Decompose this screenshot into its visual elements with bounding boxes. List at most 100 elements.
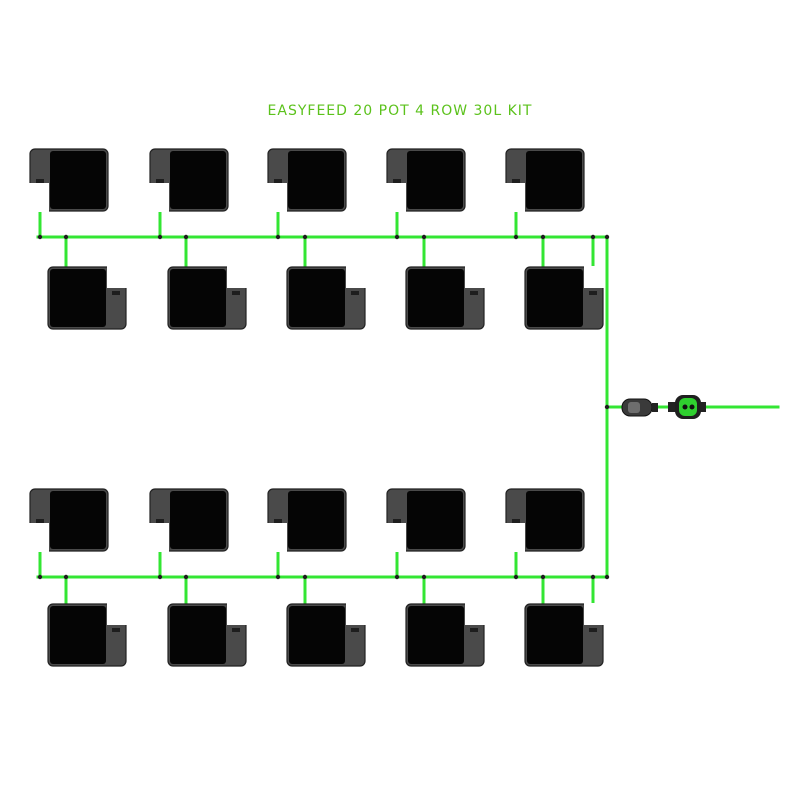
pot-notch	[267, 183, 287, 212]
pot-icon	[386, 488, 466, 552]
dripper	[589, 628, 597, 632]
dripper	[589, 291, 597, 295]
pot-notch	[505, 523, 525, 552]
pipe-joint	[604, 574, 610, 580]
dripper	[36, 179, 44, 183]
pipe-joint	[157, 234, 163, 240]
pot-soil	[526, 151, 582, 209]
connector-nut	[668, 402, 676, 412]
filter-nut	[652, 403, 658, 412]
pipe-joint	[302, 574, 308, 580]
pipe-joint	[275, 574, 281, 580]
pot-icon	[29, 148, 109, 212]
pot-soil	[50, 606, 106, 664]
pot-icon	[386, 148, 466, 212]
dripper	[512, 179, 520, 183]
pot-icon	[286, 266, 366, 330]
pot-grid	[29, 148, 604, 667]
pipe-joint	[394, 234, 400, 240]
pot-soil	[170, 491, 226, 549]
pot-notch	[267, 523, 287, 552]
pipe-joint	[421, 234, 427, 240]
pot-icon	[505, 488, 585, 552]
pot-notch	[227, 266, 247, 288]
dripper	[274, 179, 282, 183]
pot-notch	[227, 603, 247, 625]
pot-icon	[286, 603, 366, 667]
dripper	[156, 179, 164, 183]
tap-connector-icon	[668, 395, 706, 419]
dripper	[393, 179, 401, 183]
dripper	[156, 519, 164, 523]
pipe-joint	[604, 234, 610, 240]
pot-notch	[465, 603, 485, 625]
pipe-joint	[275, 234, 281, 240]
dripper	[393, 519, 401, 523]
pipe-joint	[540, 574, 546, 580]
feed-line	[621, 395, 706, 419]
pipe-joint	[63, 574, 69, 580]
pot-icon	[167, 603, 247, 667]
pot-icon	[405, 266, 485, 330]
pot-icon	[47, 266, 127, 330]
dripper	[232, 628, 240, 632]
dripper	[512, 519, 520, 523]
filter-icon	[621, 398, 658, 417]
pot-icon	[524, 266, 604, 330]
pot-icon	[267, 488, 347, 552]
pot-soil	[407, 491, 463, 549]
diagram-title: EASYFEED 20 POT 4 ROW 30L KIT	[267, 103, 533, 119]
pot-notch	[465, 266, 485, 288]
pipe-joint	[157, 574, 163, 580]
pot-soil	[527, 269, 583, 327]
pot-notch	[386, 523, 406, 552]
dripper	[351, 628, 359, 632]
pot-soil	[526, 491, 582, 549]
pot-notch	[386, 183, 406, 212]
pot-icon	[405, 603, 485, 667]
filter-window	[628, 402, 640, 413]
pot-notch	[505, 183, 525, 212]
pot-soil	[288, 491, 344, 549]
dripper	[36, 519, 44, 523]
pot-soil	[289, 269, 345, 327]
pot-soil	[50, 491, 106, 549]
dripper	[274, 519, 282, 523]
pipe-joint	[513, 234, 519, 240]
pipe-joint	[421, 574, 427, 580]
pot-notch	[584, 603, 604, 625]
pot-icon	[505, 148, 585, 212]
pot-soil	[408, 606, 464, 664]
pipe-joint	[590, 234, 596, 240]
pot-soil	[408, 269, 464, 327]
pot-soil	[50, 269, 106, 327]
pot-icon	[267, 148, 347, 212]
pot-notch	[107, 266, 127, 288]
pot-notch	[29, 183, 49, 212]
pipe-joint	[540, 234, 546, 240]
pot-soil	[288, 151, 344, 209]
dripper	[470, 291, 478, 295]
dripper	[232, 291, 240, 295]
pot-notch	[107, 603, 127, 625]
pipe-joint	[63, 234, 69, 240]
dripper	[470, 628, 478, 632]
pot-icon	[167, 266, 247, 330]
dripper	[112, 628, 120, 632]
connector-hole	[682, 404, 688, 410]
pipe-network	[36, 181, 780, 632]
pot-soil	[170, 606, 226, 664]
dripper	[351, 291, 359, 295]
pot-soil	[50, 151, 106, 209]
connector-face	[679, 398, 697, 416]
pipe-joint	[37, 574, 43, 580]
pipe-joint	[37, 234, 43, 240]
pot-notch	[149, 183, 169, 212]
pipe-joint	[604, 404, 610, 410]
pot-notch	[584, 266, 604, 288]
pot-icon	[29, 488, 109, 552]
pipe-joint	[513, 574, 519, 580]
pot-notch	[346, 603, 366, 625]
pipe-joint	[394, 574, 400, 580]
